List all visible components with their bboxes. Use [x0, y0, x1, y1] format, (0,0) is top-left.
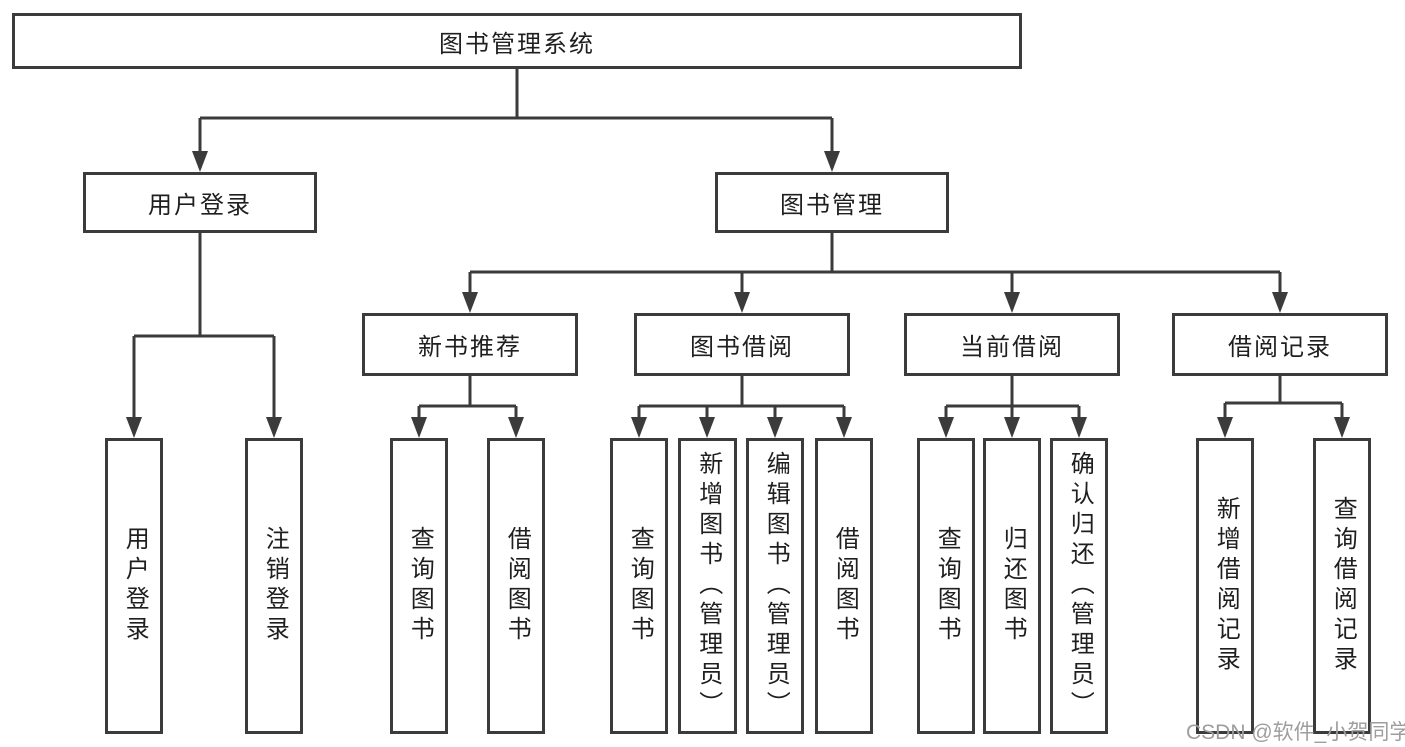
- connector-book-management: [468, 233, 1282, 300]
- leaf-return-books: 归还图书: [983, 438, 1041, 734]
- leaf-logout-login: 注销登录: [245, 438, 303, 734]
- leaf-edit-book-admin: 编辑图书（管理员）: [746, 438, 804, 734]
- arrowhead-down-icon: [767, 417, 783, 438]
- leaf-query-books-borrow: 查询图书: [610, 438, 668, 734]
- arrowhead-down-icon: [699, 417, 715, 438]
- leaf-query-books-current: 查询图书: [917, 438, 975, 734]
- node-book-borrow: 图书借阅: [634, 313, 850, 376]
- node-label: 图书借阅: [690, 334, 794, 361]
- leaf-add-book-admin: 新增图书（管理员）: [678, 438, 737, 734]
- arrowhead-down-icon: [836, 417, 852, 438]
- node-label: 借阅图书: [831, 526, 859, 646]
- arrowhead-down-icon: [1334, 417, 1350, 438]
- arrowhead-down-icon: [508, 417, 524, 438]
- node-label: 确认归还（管理员）: [1066, 451, 1094, 721]
- node-label: 归还图书: [999, 526, 1027, 646]
- arrowhead-down-icon: [631, 417, 647, 438]
- leaf-borrow-books: 借阅图书: [815, 438, 873, 734]
- connector-user-login: [132, 233, 276, 424]
- node-label: 新增图书（管理员）: [694, 451, 722, 721]
- node-label: 查询图书: [933, 526, 961, 646]
- node-label: 借阅记录: [1228, 334, 1332, 361]
- connector-root-trunk: [198, 69, 834, 158]
- node-label: 注销登录: [261, 526, 289, 646]
- node-label: 用户登录: [148, 192, 252, 219]
- arrowhead-down-icon: [824, 151, 840, 172]
- node-book-management: 图书管理: [715, 172, 949, 233]
- node-label: 图书管理系统: [439, 30, 595, 58]
- leaf-user-login: 用户登录: [105, 438, 163, 734]
- arrowhead-down-icon: [734, 292, 750, 313]
- leaf-query-borrow-record: 查询借阅记录: [1313, 438, 1371, 734]
- node-label: 新增借阅记录: [1212, 496, 1240, 676]
- node-borrow-records: 借阅记录: [1172, 313, 1388, 376]
- node-label: 当前借阅: [960, 334, 1064, 361]
- node-root: 图书管理系统: [12, 13, 1022, 69]
- node-user-login: 用户登录: [83, 172, 317, 233]
- node-label: 新书推荐: [418, 334, 522, 361]
- node-label: 编辑图书（管理员）: [762, 451, 790, 721]
- arrowhead-down-icon: [1217, 417, 1233, 438]
- connector-borrow-records: [1223, 376, 1344, 424]
- leaf-query-books-recommend: 查询图书: [390, 438, 448, 734]
- leaf-add-borrow-record: 新增借阅记录: [1196, 438, 1254, 734]
- node-label: 查询借阅记录: [1329, 496, 1357, 676]
- csdn-watermark: CSDN @软件_小贺同学: [1186, 721, 1405, 744]
- connector-book-borrow: [637, 376, 846, 424]
- node-label: 借阅图书: [503, 526, 531, 646]
- node-current-borrow: 当前借阅: [904, 313, 1120, 376]
- arrowhead-down-icon: [1004, 417, 1020, 438]
- node-new-book-recommend: 新书推荐: [362, 313, 578, 376]
- arrowhead-down-icon: [411, 417, 427, 438]
- arrowhead-down-icon: [266, 417, 282, 438]
- node-label: 查询图书: [626, 526, 654, 646]
- arrowhead-down-icon: [1272, 292, 1288, 313]
- arrowhead-down-icon: [1071, 417, 1087, 438]
- leaf-borrow-books-recommend: 借阅图书: [487, 438, 545, 734]
- arrowhead-down-icon: [462, 292, 478, 313]
- arrowhead-down-icon: [938, 417, 954, 438]
- connector-new-book-recommend: [417, 376, 518, 424]
- arrowhead-down-icon: [192, 151, 208, 172]
- connector-current-borrow: [944, 376, 1081, 424]
- node-label: 查询图书: [406, 526, 434, 646]
- node-label: 图书管理: [780, 192, 884, 219]
- arrowhead-down-icon: [1004, 292, 1020, 313]
- leaf-confirm-return-admin: 确认归还（管理员）: [1050, 438, 1108, 734]
- node-label: 用户登录: [121, 526, 149, 646]
- arrowhead-down-icon: [126, 417, 142, 438]
